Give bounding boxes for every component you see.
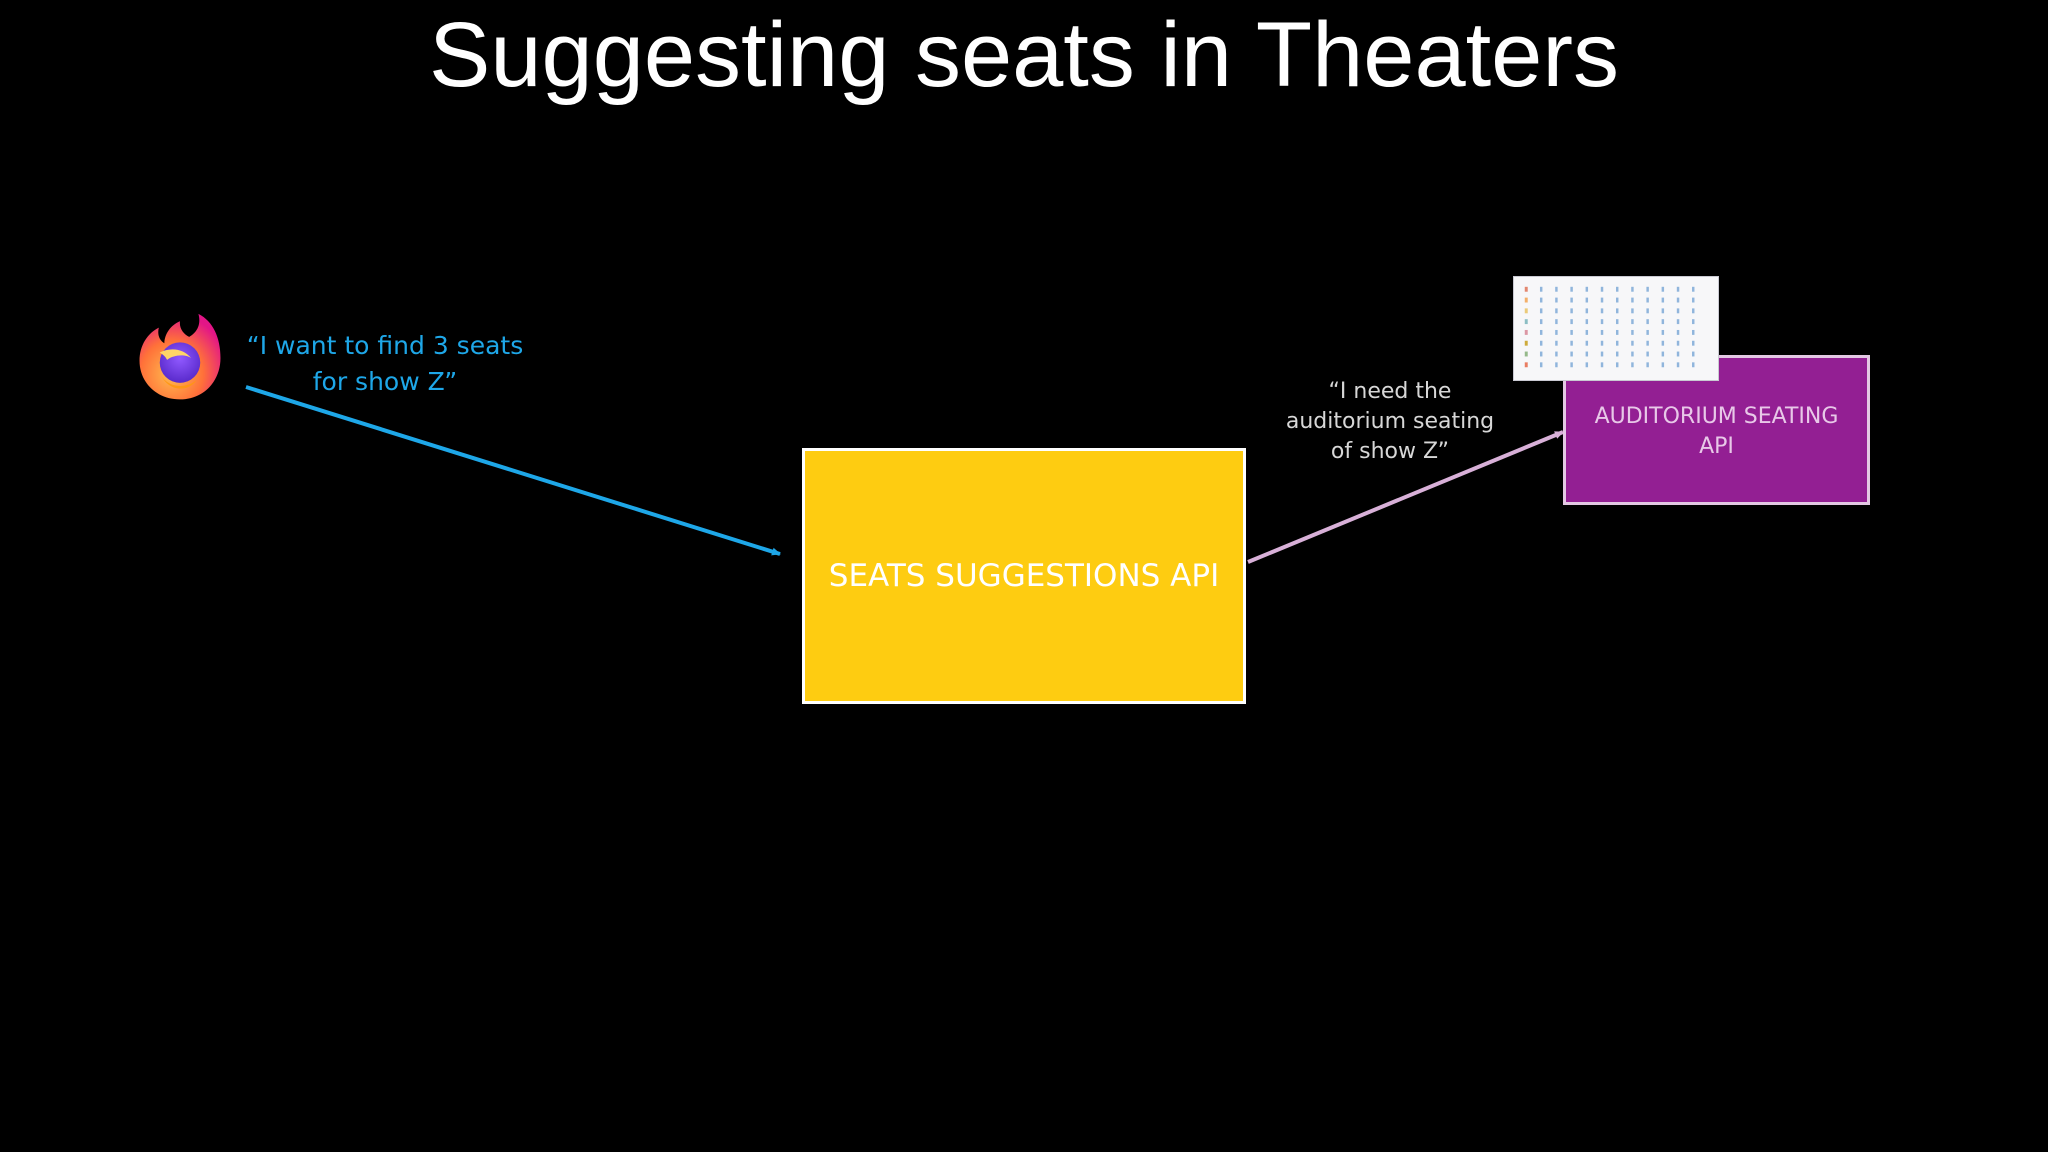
client-to-seats-api-arrow	[245, 385, 781, 556]
auditorium-seating-api-label: API	[1699, 434, 1734, 459]
auditorium-request-caption: “I need the auditorium seating of show Z…	[1265, 377, 1515, 467]
seats-api-to-auditorium-api-arrow	[1247, 430, 1564, 564]
seats-suggestions-api-label: SEATS SUGGESTIONS API	[828, 558, 1220, 594]
client-request-caption: “I want to find 3 seats for show Z”	[225, 328, 545, 400]
seats-suggestions-api-box: SEATS SUGGESTIONS API	[802, 448, 1246, 704]
auditorium-request-line: “I need the	[1328, 379, 1452, 404]
client-request-line: “I want to find 3 seats	[246, 331, 524, 360]
auditorium-request-line: auditorium seating	[1285, 409, 1495, 434]
firefox-browser-icon	[139, 313, 221, 400]
seat-map-thumbnail-icon	[1513, 276, 1719, 381]
auditorium-seating-api-label: AUDITORIUM SEATING	[1594, 404, 1839, 429]
client-request-line: for show Z”	[312, 367, 458, 396]
auditorium-request-line: of show Z”	[1330, 439, 1450, 464]
slide-title: Suggesting seats in Theaters	[429, 4, 1619, 106]
